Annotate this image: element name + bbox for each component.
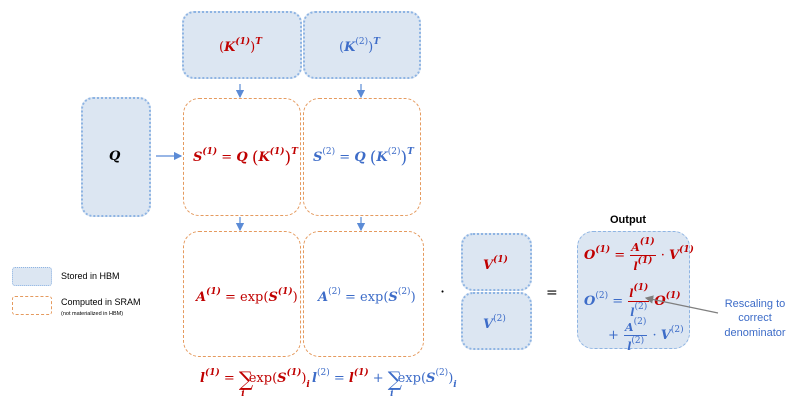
o1-formula: O(1) = A(1)l(1) · V(1) xyxy=(584,237,694,274)
annotation-line1: Rescaling to xyxy=(724,298,786,310)
annotation-line2: correct xyxy=(738,312,772,325)
l1-formula: l(1) = ∑i exp(S(1))i xyxy=(200,367,310,399)
s2-formula: S(2) = Q (K(2))T xyxy=(313,147,414,168)
v2-label: V(2) xyxy=(483,314,506,332)
legend-sram-label: Computed in SRAM xyxy=(61,297,141,307)
o2-formula-line1: O(2) = l(1)l(2) O(1) xyxy=(584,283,681,320)
s2-block xyxy=(303,98,421,216)
legend-sram-swatch xyxy=(12,296,52,315)
output-block xyxy=(577,231,690,349)
s1-block xyxy=(183,98,301,216)
k1-transpose-block xyxy=(182,11,302,79)
q-label: Q xyxy=(109,149,121,164)
k2-transpose-block xyxy=(303,11,421,79)
annotation-line3: denominator xyxy=(724,326,786,339)
a1-block xyxy=(183,231,301,357)
rescaling-annotation: Rescaling to correct denominator xyxy=(716,297,794,340)
s1-formula: S(1) = Q (K(1))T xyxy=(193,147,298,168)
legend-sram-note: (not materialized in HBM) xyxy=(61,311,124,317)
l2-formula: l(2) = l(1) + ∑i exp(S(2))i xyxy=(312,367,457,399)
legend-hbm-swatch xyxy=(12,267,52,286)
v2-block xyxy=(461,292,532,350)
output-title: Output xyxy=(610,214,647,226)
arrow-rescaling xyxy=(644,295,719,314)
equals-sign: = xyxy=(546,285,558,301)
a2-block xyxy=(303,231,424,357)
dot-operator: · xyxy=(440,282,446,301)
q-block xyxy=(81,97,151,217)
v1-label: V(1) xyxy=(483,255,508,273)
o2-formula-line2: + A(2)l(2) · V(2) xyxy=(608,317,684,354)
a1-formula: A(1) = exp(S(1)) xyxy=(196,287,298,305)
legend-hbm-label: Stored in HBM xyxy=(61,271,120,281)
a2-formula: A(2) = exp(S(2)) xyxy=(318,287,416,305)
k2-transpose-label: (K(2))T xyxy=(339,37,380,55)
v1-block xyxy=(461,233,532,291)
k1-transpose-label: (K(1))T xyxy=(219,37,262,55)
